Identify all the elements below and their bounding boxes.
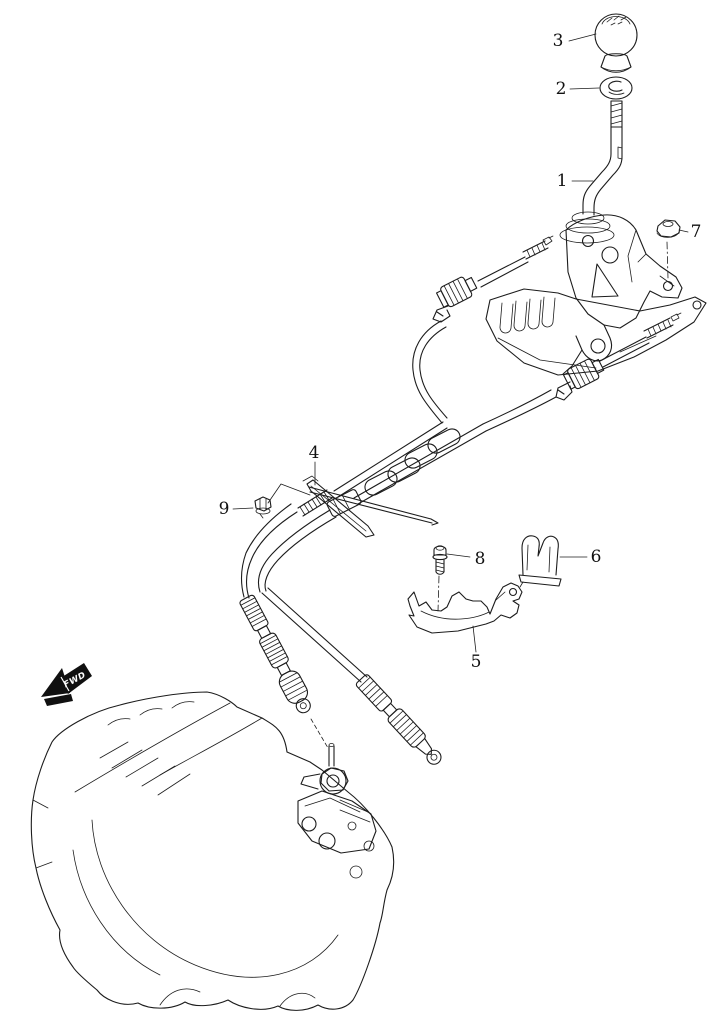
clamp-bolt xyxy=(254,496,272,519)
cable-clamp-bar xyxy=(302,475,439,538)
shifter-assembly xyxy=(485,214,707,376)
mount-nut xyxy=(656,219,681,279)
knob-washer xyxy=(599,76,633,100)
cable-clip xyxy=(518,535,562,588)
cable-grommets xyxy=(364,428,461,496)
fwd-arrow-icon xyxy=(41,668,70,697)
callout-label-8: 8 xyxy=(475,549,486,569)
callout-label-4: 4 xyxy=(309,443,320,463)
callout-label-2: 2 xyxy=(556,79,567,99)
shift-lever xyxy=(559,100,623,244)
callout-label-1: 1 xyxy=(557,171,568,191)
shift-cable xyxy=(239,235,554,749)
callout-label-3: 3 xyxy=(553,31,564,51)
fwd-marker: FWD xyxy=(41,663,92,706)
callout-label-7: 7 xyxy=(691,222,702,242)
support-bracket xyxy=(407,582,523,634)
leader-lines xyxy=(232,33,689,653)
callout-labels: 1 2 3 4 5 6 7 8 9 xyxy=(219,31,702,672)
transmission-case xyxy=(30,691,395,1011)
callout-label-5: 5 xyxy=(471,652,482,672)
callout-label-9: 9 xyxy=(219,499,230,519)
bracket-bolt xyxy=(432,545,448,612)
shift-knob xyxy=(594,13,638,73)
gearshift-shaft-mechanism xyxy=(297,743,377,854)
callout-label-6: 6 xyxy=(591,547,602,567)
select-cable xyxy=(257,312,682,765)
